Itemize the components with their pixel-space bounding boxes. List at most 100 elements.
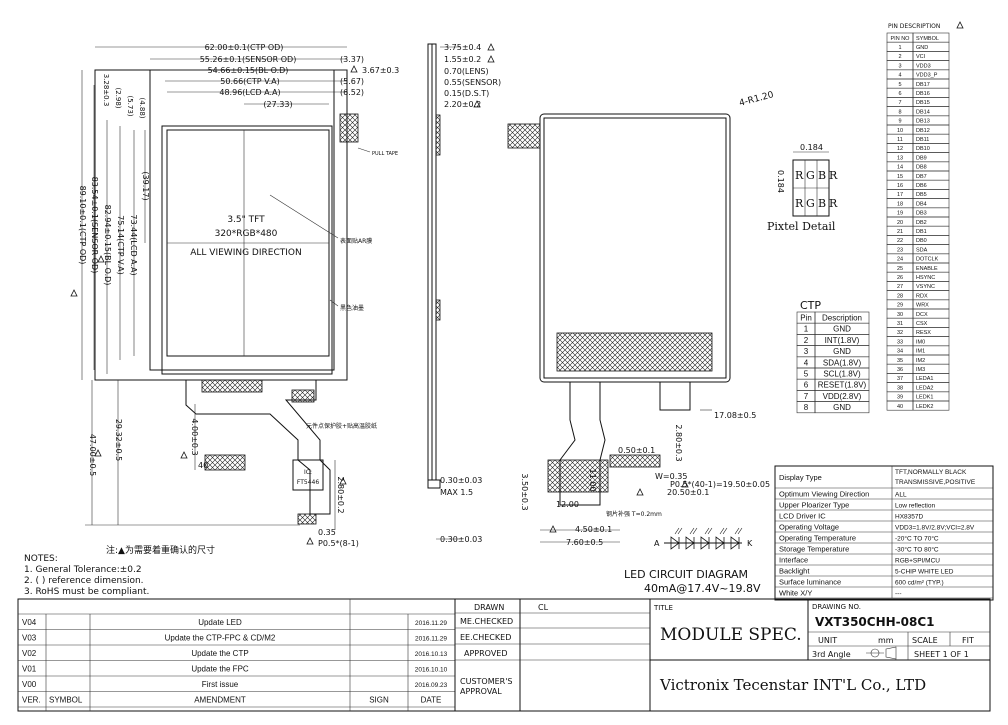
- svg-text:48.96(LCD A.A): 48.96(LCD A.A): [219, 88, 280, 97]
- pin-number: 11: [897, 137, 903, 143]
- spec-value: ALL: [895, 492, 907, 499]
- pin-number: 35: [897, 358, 903, 364]
- spec-label: Backlight: [779, 567, 810, 576]
- svg-text:APPROVED: APPROVED: [464, 649, 508, 658]
- svg-text:73.44(LCD A.A): 73.44(LCD A.A): [129, 214, 138, 275]
- ctp-pin: 5: [804, 370, 809, 379]
- svg-text:(27.33): (27.33): [263, 100, 292, 109]
- svg-text:APPROVAL: APPROVAL: [460, 687, 502, 696]
- revision-version: V01: [22, 665, 37, 674]
- pin-symbol: VDD3: [916, 63, 931, 69]
- pin-number: 13: [897, 155, 903, 161]
- svg-text:LED CIRCUIT DIAGRAM: LED CIRCUIT DIAGRAM: [624, 568, 748, 581]
- display-res-text: 320*RGB*480: [215, 229, 278, 239]
- spec-label: Display Type: [779, 473, 822, 482]
- svg-text:MAX 1.5: MAX 1.5: [440, 488, 473, 497]
- svg-text:R: R: [795, 169, 804, 182]
- ctp-description: RESET(1.8V): [818, 381, 867, 390]
- pin-symbol: SDA: [916, 247, 928, 253]
- revision-date: DATE: [421, 696, 442, 705]
- ctp-description: VDD(2.8V): [823, 392, 862, 401]
- revision-version: V04: [22, 618, 37, 627]
- svg-text:0.184: 0.184: [776, 170, 785, 193]
- pin-number: 5: [898, 82, 901, 88]
- svg-text:3. RoHS must be compliant.: 3. RoHS must be compliant.: [24, 587, 149, 597]
- bl-outline: [161, 125, 333, 375]
- spec-label: Operating Temperature: [779, 534, 856, 543]
- pin-number: 7: [898, 100, 901, 106]
- svg-text:TITLE: TITLE: [653, 604, 673, 612]
- spec-label: Surface luminance: [779, 578, 841, 587]
- svg-text:CUSTOMER'S: CUSTOMER'S: [460, 677, 513, 686]
- pin-symbol: SYMBOL: [916, 36, 939, 42]
- pin-symbol: LEDA1: [916, 376, 933, 382]
- svg-text:(4.88): (4.88): [138, 97, 146, 118]
- pin-symbol: IM3: [916, 367, 925, 373]
- spec-label: LCD Driver IC: [779, 512, 826, 521]
- spec-label: Storage Temperature: [779, 545, 849, 554]
- pin-symbol: LEDK2: [916, 404, 933, 410]
- svg-text:A: A: [654, 539, 660, 548]
- svg-text:SCALE: SCALE: [912, 636, 938, 645]
- pin-number: 10: [897, 128, 903, 134]
- ctp-pin: 4: [804, 358, 809, 367]
- svg-text:55.26±0.1(SENSOR OD): 55.26±0.1(SENSOR OD): [200, 55, 297, 64]
- svg-text:FIT: FIT: [962, 636, 974, 645]
- svg-text:4.00±0.3: 4.00±0.3: [190, 418, 199, 455]
- svg-text:7.60±0.5: 7.60±0.5: [566, 538, 603, 547]
- pin-number: 38: [897, 385, 903, 391]
- pull-tape-label: PULL TAPE: [372, 151, 398, 157]
- spec-value: 5-CHIP WHITE LED: [895, 569, 954, 576]
- revision-version: V03: [22, 634, 37, 643]
- svg-text:CL: CL: [538, 603, 549, 612]
- svg-text:2.80±0.2: 2.80±0.2: [336, 476, 345, 513]
- side-view: 3.75±0.4 1.55±0.2 0.70(LENS) 0.55(SENSOR…: [427, 43, 501, 544]
- svg-text:(2.98): (2.98): [114, 87, 122, 108]
- svg-text:3.75±0.4: 3.75±0.4: [444, 43, 481, 52]
- svg-text:EE.CHECKED: EE.CHECKED: [460, 633, 511, 642]
- pin-symbol: IM2: [916, 358, 925, 364]
- pin-symbol: GND: [916, 45, 928, 51]
- pin-number: 33: [897, 339, 903, 345]
- svg-text:0.50±0.1: 0.50±0.1: [618, 446, 655, 455]
- svg-text:0.30±0.03: 0.30±0.03: [440, 476, 482, 485]
- svg-text:G: G: [806, 169, 815, 182]
- pin-number: 4: [898, 73, 901, 79]
- svg-text:2.20±0.2: 2.20±0.2: [444, 100, 481, 109]
- pin-symbol: RDX: [916, 293, 928, 299]
- svg-text:2. ( ) reference dimension.: 2. ( ) reference dimension.: [24, 576, 144, 586]
- pin-number: 26: [897, 275, 903, 281]
- spec-value: RGB+SPI/MCU: [895, 558, 940, 565]
- pin-symbol: RESX: [916, 330, 931, 336]
- svg-text:54.66±0.15(BL O.D): 54.66±0.15(BL O.D): [208, 66, 289, 75]
- pin-number: 12: [897, 146, 903, 152]
- pin-cell: [912, 400, 950, 411]
- pin-symbol: DB6: [916, 183, 927, 189]
- svg-text:R: R: [829, 169, 838, 182]
- svg-text:0.55(SENSOR): 0.55(SENSOR): [444, 78, 501, 87]
- pin-number: 37: [897, 376, 903, 382]
- pin-symbol: DB3: [916, 211, 927, 217]
- svg-text:2.80±0.3: 2.80±0.3: [674, 424, 683, 461]
- ctp-pin: 8: [804, 403, 809, 412]
- led-diode-icon: [715, 536, 725, 550]
- ctp-pin: 7: [804, 392, 809, 401]
- pin-number: 28: [897, 293, 903, 299]
- pin-symbol: DB1: [916, 229, 927, 235]
- revision-version: V02: [22, 649, 37, 658]
- ar-film-note: 表面贴AR膜: [340, 237, 372, 245]
- pin-symbol: VDD3_P: [916, 73, 938, 79]
- svg-text:1. General Tolerance:±0.2: 1. General Tolerance:±0.2: [24, 565, 142, 575]
- svg-text:P0.5*(8-1): P0.5*(8-1): [318, 539, 359, 548]
- spec-label: Interface: [779, 556, 808, 565]
- revision-version: VER.: [22, 696, 41, 705]
- pin-number: 22: [897, 238, 903, 244]
- pin-number: 19: [897, 211, 903, 217]
- svg-text:DRAWN: DRAWN: [474, 603, 504, 612]
- pin-number: PIN NO: [891, 36, 911, 42]
- svg-text:40mA@17.4V~19.8V: 40mA@17.4V~19.8V: [644, 582, 761, 595]
- ctp-pin: 2: [804, 336, 809, 345]
- svg-text:ME.CHECKED: ME.CHECKED: [460, 617, 513, 626]
- pin-symbol: DB14: [916, 109, 930, 115]
